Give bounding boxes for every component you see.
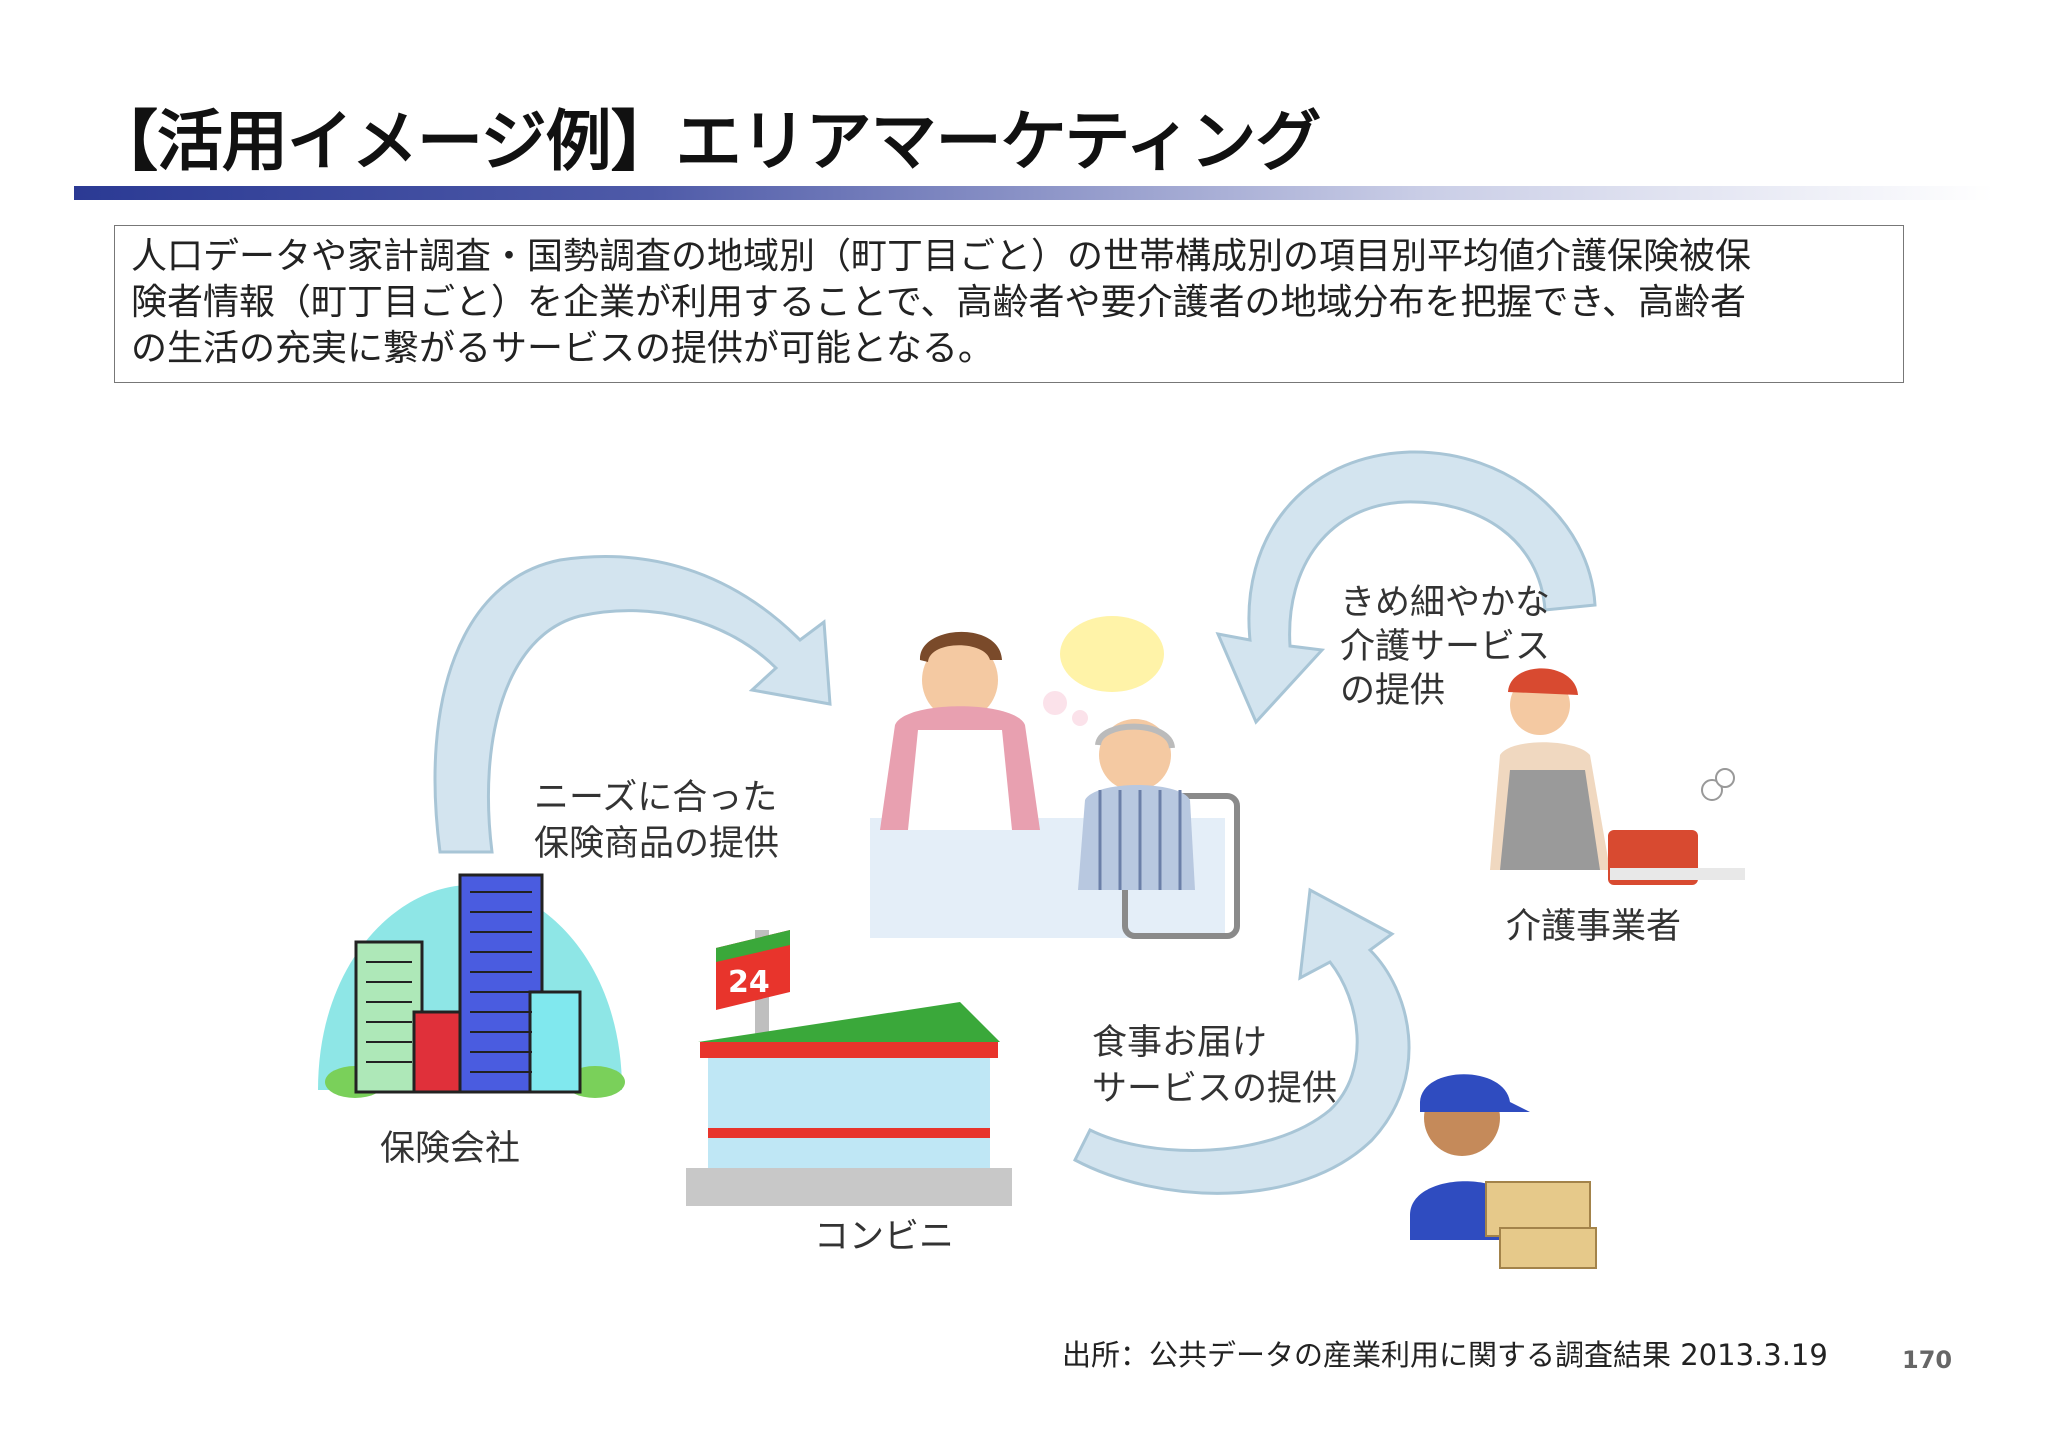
meal-service-label: 食事お届け サービスの提供 [1092, 1020, 1337, 1112]
care-service-line: の提供 [1340, 671, 1446, 711]
care-service-line: きめ細やかな [1340, 583, 1551, 623]
description-line: 険者情報（町丁目ごと）を企業が利用することで、高齢者や要介護者の地域分布を把握で… [131, 282, 1746, 323]
care-service-label: きめ細やかな 介護サービス の提供 [1340, 581, 1550, 713]
care-provider-label: 介護事業者 [1506, 907, 1682, 947]
insurance-service-line: ニーズに合った [534, 778, 778, 818]
description-line: の生活の充実に繋がるサービスの提供が可能となる。 [131, 328, 994, 369]
insurance-company-illustration [318, 873, 625, 1098]
insurance-service-line: 保険商品の提供 [534, 824, 780, 864]
store-sign-text: 24 [728, 965, 770, 1000]
elder-care-illustration [870, 616, 1240, 939]
insurance-company-label: 保険会社 [380, 1129, 521, 1169]
page-number: 170 [1902, 1346, 1953, 1374]
care-service-line: 介護サービス [1340, 627, 1551, 667]
insurance-service-label: ニーズに合った 保険商品の提供 [534, 775, 779, 867]
source-citation: 出所：公共データの産業利用に関する調査結果 2013.3.19 [1062, 1338, 1828, 1372]
arrow-insurance-to-elder [433, 555, 832, 854]
description-box: 人口データや家計調査・国勢調査の地域別（町丁目ごと）の世帯構成別の項目別平均値介… [114, 225, 1904, 383]
arrow-care-to-elder [1215, 450, 1597, 725]
convenience-store-illustration: 24 [686, 930, 1012, 1206]
care-worker-illustration [1490, 668, 1745, 885]
page-title: 【活用イメージ例】エリアマーケティング [92, 103, 1321, 180]
meal-service-line: 食事お届け [1092, 1023, 1268, 1063]
delivery-person-illustration [1410, 1074, 1597, 1269]
meal-service-line: サービスの提供 [1092, 1069, 1338, 1109]
convenience-store-label: コンビニ [814, 1217, 955, 1257]
description-line: 人口データや家計調査・国勢調査の地域別（町丁目ごと）の世帯構成別の項目別平均値介… [131, 236, 1752, 277]
title-underline [74, 186, 1994, 200]
arrow-delivery-to-elder [1073, 887, 1411, 1195]
